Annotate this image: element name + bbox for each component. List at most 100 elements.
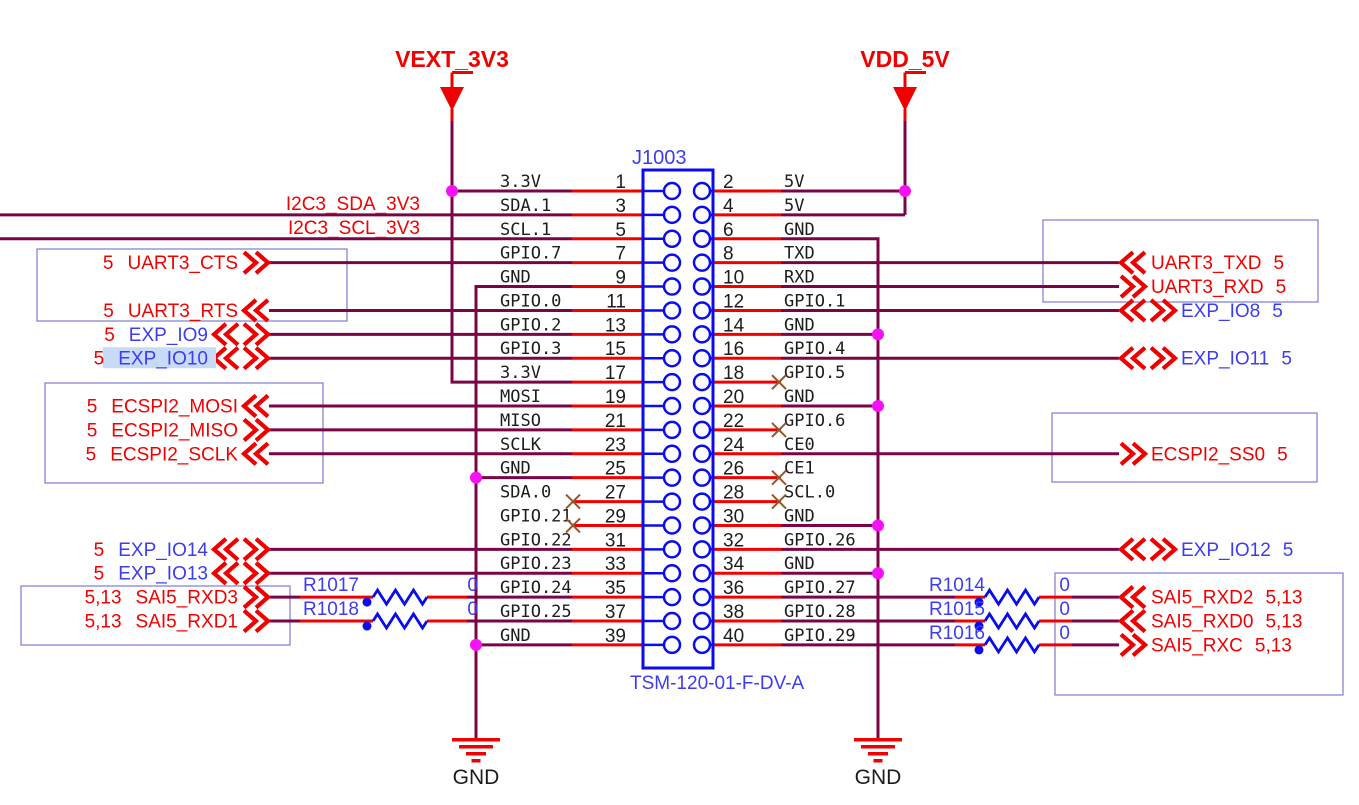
connector-pin-circle[interactable]: [662, 635, 682, 655]
connector-pin-circle[interactable]: [692, 635, 712, 655]
connector-pin-circle[interactable]: [692, 492, 712, 511]
connector-pin-circle[interactable]: [692, 396, 712, 416]
connector-pin-circle[interactable]: [692, 420, 712, 440]
connector-pin-circle[interactable]: [692, 348, 712, 368]
pin-name: GND: [784, 220, 815, 240]
connector-pin-circle[interactable]: [662, 205, 682, 225]
connector-pin-circle[interactable]: [662, 540, 682, 559]
resistor-refdes[interactable]: R1017: [303, 575, 359, 596]
resistor-refdes[interactable]: R1014: [929, 575, 985, 596]
connector-pin-circle[interactable]: [662, 468, 682, 487]
port-chevron-icon: [254, 322, 272, 347]
resistor-symbol[interactable]: [983, 587, 1041, 607]
annotation-box[interactable]: [1054, 572, 1344, 696]
pin-number: 26: [723, 459, 744, 480]
resistor-value[interactable]: 0: [1059, 599, 1070, 620]
resistor-refdes[interactable]: R1016: [929, 623, 985, 644]
connector-pin-circle[interactable]: [662, 563, 682, 583]
connector-pin-circle[interactable]: [692, 611, 712, 631]
connector-pin-circle[interactable]: [692, 444, 712, 464]
resistor-symbol[interactable]: [371, 587, 429, 607]
annotation-box[interactable]: [36, 248, 348, 322]
connector-pin-circle[interactable]: [692, 516, 712, 535]
connector-pin-circle[interactable]: [692, 587, 712, 607]
connector-pin-circle[interactable]: [662, 181, 682, 201]
connector-pin-circle[interactable]: [692, 277, 712, 296]
resistor-refdes[interactable]: R1018: [303, 599, 359, 620]
wire[interactable]: [450, 120, 572, 384]
port-pages: 5: [103, 301, 114, 322]
connector-pin-circle[interactable]: [662, 348, 682, 368]
connector-part-number[interactable]: TSM-120-01-F-DV-A: [630, 673, 805, 694]
connector-body[interactable]: [641, 168, 715, 670]
resistor-value[interactable]: 0: [1059, 623, 1070, 644]
pin-number: 20: [723, 387, 744, 408]
resistor-value[interactable]: 0: [1059, 575, 1070, 596]
power-flag-label-vext_3v3[interactable]: VEXT_3V3: [395, 46, 509, 72]
resistor-symbol[interactable]: [983, 611, 1041, 631]
port-chevron-icon: [252, 393, 270, 419]
connector-pin-circle[interactable]: [662, 301, 682, 320]
connector-pin-circle[interactable]: [692, 540, 712, 559]
connector-pin-circle[interactable]: [662, 277, 682, 296]
connector-pin-circle[interactable]: [662, 492, 682, 511]
resistor-value[interactable]: 0: [467, 599, 478, 620]
connector-pin-circle[interactable]: [662, 325, 682, 344]
power-flag-label-vdd_5v[interactable]: VDD_5V: [860, 46, 950, 72]
port-name: UART3_RXD: [1151, 277, 1264, 298]
connector-pin-circle[interactable]: [692, 468, 712, 487]
connector-pin-circle[interactable]: [662, 516, 682, 535]
pin-number: 14: [723, 315, 745, 336]
annotation-box[interactable]: [20, 585, 291, 646]
connector-pin-circle[interactable]: [692, 325, 712, 344]
connector-pin-circle[interactable]: [692, 301, 712, 320]
connector-pin-circle[interactable]: [662, 587, 682, 607]
annotation-box[interactable]: [1051, 412, 1318, 483]
connector-pin-circle[interactable]: [692, 253, 712, 272]
connector-pin-circle[interactable]: [692, 181, 712, 201]
resistor-symbol[interactable]: [983, 635, 1041, 655]
annotation-box[interactable]: [1042, 219, 1319, 303]
resistor-value[interactable]: 0: [467, 575, 478, 596]
port-chevron-icon: [240, 441, 258, 466]
connector-pin-circle[interactable]: [662, 444, 682, 464]
connector-pin-circle[interactable]: [692, 229, 712, 249]
connector-pin-circle[interactable]: [662, 420, 682, 440]
connector-pin-circle[interactable]: [692, 563, 712, 583]
net-label-i2c3_sda_3v3[interactable]: I2C3_SDA_3V3: [286, 194, 420, 215]
connector-pin-circle[interactable]: [662, 229, 682, 249]
gnd-label: GND: [855, 766, 902, 789]
connector-refdes[interactable]: J1003: [632, 147, 687, 169]
resistor-refdes[interactable]: R1015: [929, 599, 985, 620]
connector-pin-circle[interactable]: [692, 205, 712, 225]
resistor-symbol[interactable]: [371, 611, 429, 631]
connector-pin-circle[interactable]: [692, 372, 712, 392]
connector-pin-circle[interactable]: [662, 396, 682, 416]
wire[interactable]: [474, 285, 572, 738]
connector-pin-circle[interactable]: [662, 253, 682, 272]
connector-pin-circle[interactable]: [662, 372, 682, 392]
connector-pin-circle[interactable]: [662, 611, 682, 631]
net-label-i2c3_scl_3v3[interactable]: I2C3_SCL_3V3: [288, 218, 420, 239]
annotation-box[interactable]: [44, 382, 324, 484]
